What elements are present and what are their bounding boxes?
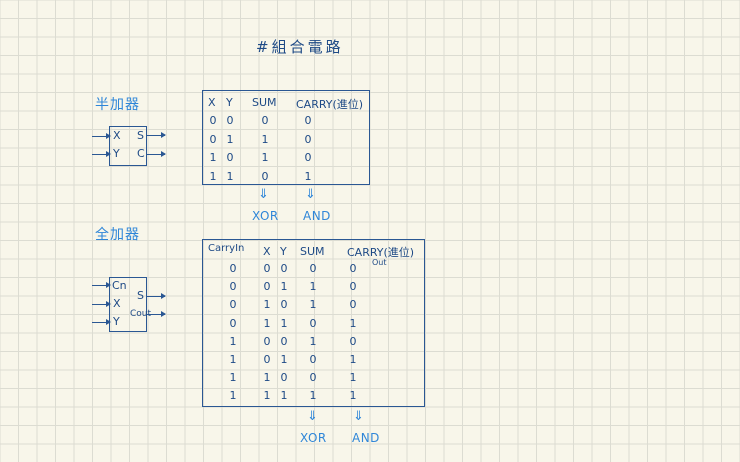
- full-adder-label: 全加器: [95, 227, 140, 243]
- pin-c: C: [137, 147, 145, 160]
- table-header-sum: SUM: [300, 245, 325, 258]
- table-header-y: Y: [226, 96, 233, 109]
- down-arrow-icon: ⇓: [258, 187, 269, 202]
- table-header-carry: CARRY(進位): [347, 246, 415, 259]
- table-header-y: Y: [280, 245, 287, 258]
- gate-xor: XOR: [252, 209, 279, 223]
- pin-cn: Cn: [112, 279, 127, 292]
- pin-y: Y: [113, 315, 120, 328]
- table-header-x: X: [263, 245, 271, 258]
- pin-x: X: [113, 297, 121, 310]
- pin-cout: Cout: [130, 309, 152, 319]
- gate-xor: XOR: [300, 431, 327, 445]
- pin-x: X: [113, 129, 121, 142]
- pin-y: Y: [113, 147, 120, 160]
- table-header-out-note: Out: [372, 258, 387, 267]
- pin-s: S: [137, 289, 144, 302]
- output-arrow-c: [147, 150, 166, 158]
- down-arrow-icon: ⇓: [305, 187, 316, 202]
- pin-s: S: [137, 129, 144, 142]
- table-header-sum: SUM: [252, 96, 277, 109]
- page-title: #組合電路: [256, 38, 344, 56]
- table-header-carryin: CarryIn: [208, 243, 245, 254]
- half-adder-box: [109, 126, 147, 166]
- input-arrow-y: [92, 318, 111, 326]
- output-arrow-s: [147, 292, 166, 300]
- gate-and: AND: [303, 209, 331, 223]
- input-arrow-x: [92, 300, 111, 308]
- input-arrow-cn: [92, 281, 111, 289]
- table-header-x: X: [208, 96, 216, 109]
- input-arrow-x: [92, 132, 111, 140]
- output-arrow-cout: [147, 310, 166, 318]
- input-arrow-y: [92, 150, 111, 158]
- down-arrow-icon: ⇓: [307, 409, 318, 424]
- table-header-carry: CARRY(進位): [296, 98, 364, 111]
- full-adder-truth-table: [202, 239, 425, 407]
- half-adder-truth-table: [202, 90, 370, 185]
- half-adder-label: 半加器: [95, 97, 140, 113]
- output-arrow-s: [147, 131, 166, 139]
- gate-and: AND: [352, 431, 380, 445]
- down-arrow-icon: ⇓: [353, 409, 364, 424]
